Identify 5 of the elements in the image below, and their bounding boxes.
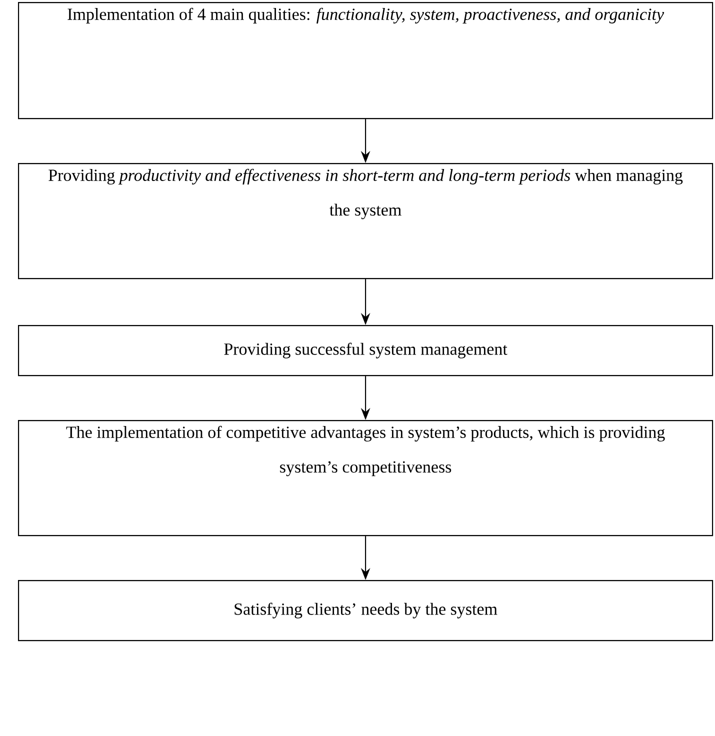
process-box: Providing successful system management (18, 325, 714, 376)
process-box: Providing productivity and effectiveness in short-term and long-term periods when managing the system (18, 163, 714, 280)
process-box: The implementation of competitive advantages in system’s products, which is providing system’s competitiveness (18, 420, 714, 536)
process-box: Satisfying clients’ needs by the system (18, 580, 714, 642)
process-box: Implementation of 4 main qualities: functionality, system, proactiveness, and organicity (18, 2, 714, 120)
